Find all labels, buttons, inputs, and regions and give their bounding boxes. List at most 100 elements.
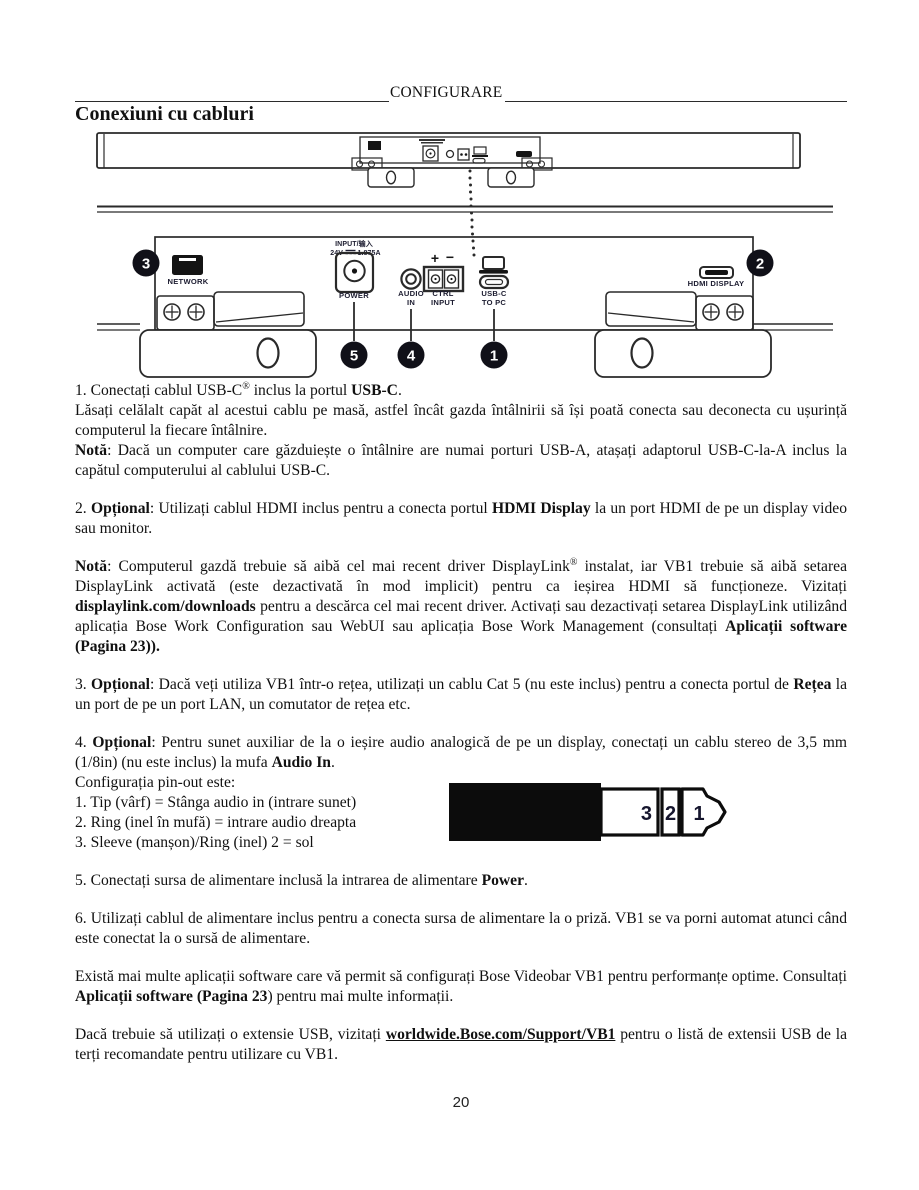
mount-bracket-right [605, 291, 754, 331]
page-number: 20 [452, 1094, 470, 1111]
text-run: HDMI Display [491, 500, 591, 517]
pinout-item-1: 1. Tip (vârf) = Stânga audio in (intrare… [75, 793, 847, 813]
cable-connections-diagram: NETWORK INPUT/输入 24V 1.875A POWER AUDIO [96, 132, 833, 378]
text-run: ® [242, 380, 250, 392]
support-link[interactable]: worldwide.Bose.com/Support/VB1 [385, 1026, 616, 1043]
zoom-leader-dots [468, 169, 476, 257]
section-header-label: CONFIGURARE [390, 84, 503, 101]
jack-tip-segment [680, 787, 727, 837]
jack-ring-segment [660, 787, 681, 837]
callout-3-badge: 3 [132, 249, 160, 277]
text-run: 1. Tip (vârf) = Stânga audio in (intrare… [75, 794, 357, 811]
pinout-item-3: 3. Sleeve (manșon)/Ring (inel) 2 = sol [75, 833, 847, 853]
detail-box [154, 236, 754, 331]
usbc-port-icon [478, 256, 510, 290]
audio-in-label-1: AUDIO [398, 289, 424, 298]
mini-power-icon [422, 145, 439, 162]
mini-mount-right [487, 157, 553, 188]
jack-sleeve-segment [599, 787, 660, 837]
text-run: instalat, iar VB1 trebuie să aibă setare… [75, 558, 847, 595]
step-3: 3. Opțional: Dacă veți utiliza VB1 într-… [75, 675, 847, 715]
callout-badges: 3 2 5 4 1 [132, 249, 774, 369]
text-run: Lăsați celălalt capăt al acestui cablu p… [75, 402, 847, 439]
svg-text:4: 4 [407, 348, 416, 365]
software-apps-paragraph: Există mai multe aplicații software care… [75, 967, 847, 1007]
text-run: 2. Ring (inel în mufă) = intrare audio d… [75, 814, 357, 831]
mini-usbc-icon [472, 146, 488, 164]
text-run: Dacă trebuie să utilizați o extensie USB… [75, 1026, 386, 1043]
text-run: Power [481, 872, 524, 889]
text-run: Există mai multe aplicații software care… [75, 968, 847, 985]
text-run: : Dacă veți utiliza VB1 într-o rețea, ut… [149, 676, 794, 693]
text-run: . [331, 754, 335, 771]
text-run: Opțional [92, 734, 152, 751]
mini-network-icon [368, 141, 381, 150]
text-run: la un port de pe un port LAN, un comutat… [75, 676, 847, 713]
ctrl-input-port-icon: + − [422, 249, 465, 293]
callout-5-badge: 5 [340, 341, 368, 369]
text-run: 6. Utilizați cablul de alimentare inclus… [75, 910, 847, 947]
svg-text:1: 1 [693, 803, 704, 825]
polarity-minus: − [446, 249, 454, 265]
text-run: ® [569, 556, 578, 568]
usb-extension-paragraph: Dacă trebuie să utilizați o extensie USB… [75, 1025, 847, 1065]
text-run: ) pentru mai multe informații. [267, 988, 454, 1005]
text-run: 2. [75, 500, 91, 517]
svg-text:2: 2 [665, 803, 676, 825]
text-run: . [524, 872, 528, 889]
keyhole-plate-right [594, 329, 772, 378]
svg-text:2: 2 [756, 256, 764, 273]
audio-in-port-icon [400, 268, 422, 290]
rear-panel-inset [359, 136, 541, 164]
svg-text:INPUT/输入: INPUT/输入 [335, 239, 373, 248]
wall-lines [97, 205, 833, 213]
text-run: Audio In [271, 754, 331, 771]
text-run: inclus la portul [249, 382, 352, 399]
text-run: . [397, 382, 402, 399]
usbc-label-1: USB-C [481, 289, 507, 298]
text-run: Rețea [793, 676, 832, 693]
pinout-section: Configurația pin-out este: 1. Tip (vârf)… [75, 773, 847, 853]
section-header: CONFIGURARE [75, 84, 847, 102]
hdmi-label: HDMI DISPLAY [688, 279, 745, 288]
displaylink-note: Notă: Computerul gazdă trebuie să aibă c… [75, 557, 847, 657]
callout-4-badge: 4 [397, 341, 425, 369]
svg-text:3: 3 [641, 803, 652, 825]
header-rule-right [505, 84, 847, 102]
hdmi-port-icon [699, 266, 734, 279]
text-run: USB-C [351, 382, 398, 399]
mini-mount-left [351, 157, 415, 188]
network-port-icon [172, 255, 203, 275]
step-1-note: Notă: Dacă un computer care găzduiește o… [75, 441, 847, 481]
step-4: 4. Opțional: Pentru sunet auxiliar de la… [75, 733, 847, 773]
mini-audio-in-icon [445, 149, 455, 159]
audio-in-label-2: IN [407, 298, 415, 307]
svg-text:1: 1 [490, 348, 498, 365]
ctrl-input-label-2: INPUT [431, 298, 455, 307]
ctrl-input-label-1: CTRL [432, 289, 453, 298]
text-run: pentru a descărca cel mai recent driver.… [75, 598, 847, 635]
text-run: 1. Conectați cablul USB-C [75, 382, 243, 399]
side-lines [97, 323, 833, 331]
text-run: Configurația pin-out este: [75, 774, 236, 791]
pinout-title: Configurația pin-out este: [75, 773, 847, 793]
text-run: 3. Sleeve (manșon)/Ring (inel) 2 = sol [75, 834, 314, 851]
svg-text:5: 5 [350, 348, 358, 365]
network-label: NETWORK [168, 277, 209, 286]
callout-2-badge: 2 [746, 249, 774, 277]
text-run: : Utilizați cablul HDMI inclus pentru a … [149, 500, 492, 517]
usbc-label-2: TO PC [482, 298, 507, 307]
text-run: 4. [75, 734, 93, 751]
power-port-icon [334, 251, 375, 294]
text-run: Aplicații software (Pagina 23)). [75, 618, 847, 655]
text-run: Aplicații software (Pagina 23 [75, 988, 268, 1005]
step-2: 2. Opțional: Utilizați cablul HDMI inclu… [75, 499, 847, 539]
keyhole-plate-left [139, 329, 317, 378]
text-run: : Dacă un computer care găzduiește o înt… [75, 442, 847, 479]
text-run: Notă [75, 558, 108, 575]
connection-panel-detail: NETWORK INPUT/输入 24V 1.875A POWER AUDIO [97, 236, 833, 378]
jack-body [449, 783, 601, 841]
step-1: 1. Conectați cablul USB-C® inclus la por… [75, 381, 847, 401]
callout-leaders [353, 302, 495, 341]
text-run: 5. Conectați sursa de alimentare inclusă… [75, 872, 482, 889]
